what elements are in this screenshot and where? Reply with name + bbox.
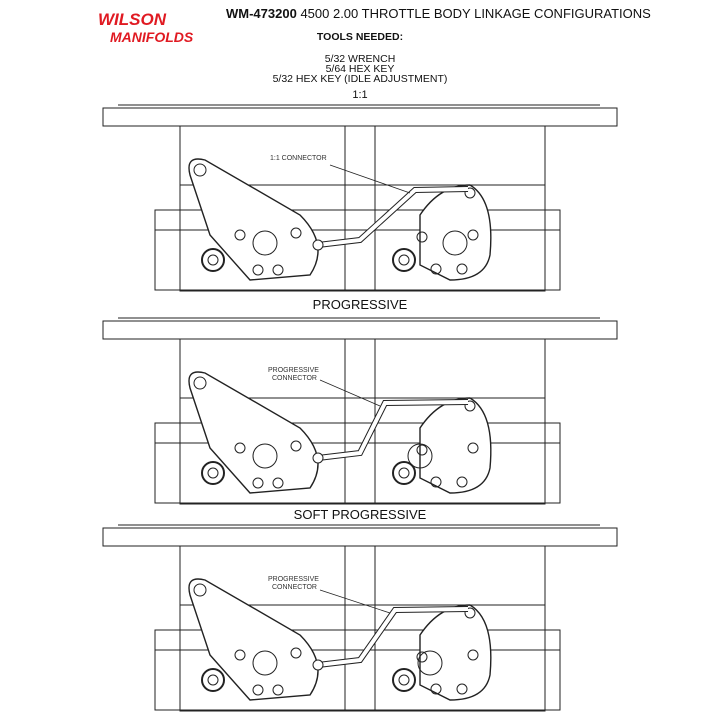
connector-pin xyxy=(464,187,476,199)
top-plate xyxy=(102,320,618,340)
tools-heading: TOOLS NEEDED: xyxy=(316,31,404,43)
throttle-lever-left xyxy=(188,578,319,701)
screw xyxy=(456,683,468,695)
screw xyxy=(416,444,428,456)
screw xyxy=(234,442,246,454)
center-post xyxy=(344,545,376,712)
connector-callout: 1:1 CONNECTOR xyxy=(270,155,327,162)
connector-pin xyxy=(312,659,324,671)
screw xyxy=(467,229,479,241)
screw xyxy=(430,263,442,275)
throttle-shaft xyxy=(252,650,278,676)
bearing-bolt xyxy=(207,467,219,479)
bearing xyxy=(201,668,225,692)
center-post xyxy=(344,338,376,505)
lever-hole xyxy=(193,163,207,177)
screw xyxy=(456,263,468,275)
config-label-soft-progressive: SOFT PROGRESSIVE xyxy=(293,507,427,522)
connector-pin xyxy=(464,400,476,412)
screw xyxy=(456,476,468,488)
screw xyxy=(234,649,246,661)
screw xyxy=(290,647,302,659)
throttle-shaft xyxy=(252,443,278,469)
base-block xyxy=(154,209,561,291)
tool-item: 5/32 WRENCH xyxy=(324,53,396,65)
bearing-bolt xyxy=(207,674,219,686)
callout-leader xyxy=(329,164,411,194)
throttle-shaft xyxy=(407,443,433,469)
lever-hole xyxy=(193,583,207,597)
lever-hole xyxy=(193,376,207,390)
callout-leader xyxy=(319,589,391,614)
bearing-bolt xyxy=(398,254,410,266)
base-block xyxy=(154,422,561,504)
connector-callout: PROGRESSIVE xyxy=(268,576,319,583)
throttle-shaft xyxy=(442,230,468,256)
screw xyxy=(252,477,264,489)
throttle-lever-left xyxy=(188,371,319,494)
drawing-1to1 xyxy=(102,104,618,292)
linkage-connector-inner xyxy=(317,400,469,460)
document-title: WM-473200 4500 2.00 THROTTLE BODY LINKAG… xyxy=(226,6,651,21)
screw xyxy=(272,264,284,276)
connector-pin xyxy=(312,239,324,251)
screw xyxy=(430,476,442,488)
svg-text:MANIFOLDS: MANIFOLDS xyxy=(110,29,194,45)
throttle-lever-right xyxy=(419,184,492,281)
config-label-progressive: PROGRESSIVE xyxy=(312,297,408,312)
linkage-connector-inner xyxy=(317,607,469,667)
top-plate xyxy=(102,107,618,127)
config-label-1to1: 1:1 xyxy=(352,89,368,101)
wilson-manifolds-logo: WILSON MANIFOLDS xyxy=(98,10,194,45)
screw xyxy=(252,684,264,696)
screw xyxy=(252,264,264,276)
screw xyxy=(416,231,428,243)
bearing-bolt xyxy=(398,674,410,686)
base-block xyxy=(154,629,561,711)
center-post xyxy=(344,125,376,292)
screw xyxy=(416,651,428,663)
throttle-shaft xyxy=(252,230,278,256)
top-plate xyxy=(102,527,618,547)
screw xyxy=(272,684,284,696)
bearing xyxy=(392,461,416,485)
connector-callout: PROGRESSIVE xyxy=(268,367,319,374)
throttle-lever-left xyxy=(188,158,319,281)
screw xyxy=(272,477,284,489)
connector-callout: CONNECTOR xyxy=(272,584,317,591)
screw xyxy=(430,683,442,695)
drawing-soft-progressive xyxy=(102,524,618,712)
connector-callout: CONNECTOR xyxy=(272,375,317,382)
screw xyxy=(234,229,246,241)
bearing-bolt xyxy=(398,467,410,479)
bearing xyxy=(392,248,416,272)
drawing-progressive xyxy=(102,317,618,505)
linkage-connector-inner xyxy=(317,187,469,247)
bearing-bolt xyxy=(207,254,219,266)
svg-text:WILSON: WILSON xyxy=(98,10,167,29)
throttle-shaft xyxy=(417,650,443,676)
connector-pin xyxy=(312,452,324,464)
callout-leader xyxy=(319,379,381,407)
tool-item: 5/64 HEX KEY xyxy=(325,63,395,75)
part-number: WM-473200 xyxy=(226,6,297,21)
bearing xyxy=(201,248,225,272)
screw xyxy=(467,649,479,661)
bearing xyxy=(392,668,416,692)
screw xyxy=(290,440,302,452)
throttle-lever-right xyxy=(419,397,492,494)
title-text: 4500 2.00 THROTTLE BODY LINKAGE CONFIGUR… xyxy=(300,6,651,21)
screw xyxy=(290,227,302,239)
screw xyxy=(467,442,479,454)
tool-item: 5/32 HEX KEY (IDLE ADJUSTMENT) xyxy=(272,73,448,85)
connector-pin xyxy=(464,607,476,619)
bearing xyxy=(201,461,225,485)
throttle-lever-right xyxy=(419,604,492,701)
